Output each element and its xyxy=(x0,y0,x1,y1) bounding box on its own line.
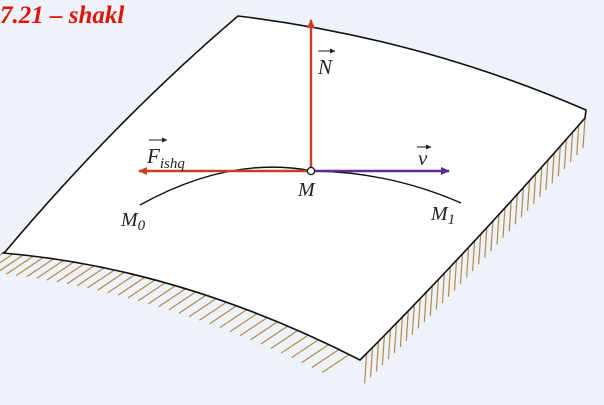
left-hatch-line xyxy=(311,349,340,368)
velocity-label: v xyxy=(418,146,428,170)
right-hatch-line xyxy=(551,153,555,184)
curved-surface xyxy=(2,15,587,361)
left-hatch-line xyxy=(260,325,289,345)
left-hatch-line xyxy=(250,321,278,341)
left-hatch-line xyxy=(188,298,217,318)
right-hatch-line xyxy=(490,221,494,252)
right-hatch-line xyxy=(405,310,409,341)
left-hatch-line xyxy=(137,282,166,302)
right-hatch-line xyxy=(557,146,561,177)
right-hatch-line xyxy=(539,166,543,198)
right-hatch-line xyxy=(508,201,512,232)
right-hatch-line xyxy=(375,341,380,372)
right-hatch-line xyxy=(533,173,537,204)
right-hatch-line xyxy=(411,304,415,335)
end-point-label: M1 xyxy=(430,203,455,228)
right-hatch-line xyxy=(545,160,549,191)
right-hatch-line xyxy=(502,207,506,238)
right-hatch-line xyxy=(576,125,580,156)
right-hatch-line xyxy=(520,187,524,218)
left-hatch-line xyxy=(56,263,85,283)
left-hatch-line xyxy=(127,279,156,299)
left-hatch-line xyxy=(178,294,207,314)
right-hatch-line xyxy=(466,247,470,278)
left-hatch-line xyxy=(0,254,24,272)
friction-force-label: Fishq xyxy=(146,144,185,172)
left-hatch-line xyxy=(239,317,268,337)
left-hatch-line xyxy=(16,256,44,276)
right-hatch-line xyxy=(447,266,451,297)
right-hatch-line xyxy=(364,353,368,384)
right-hatch-line xyxy=(459,253,464,284)
end-point-symbol: M xyxy=(430,203,449,225)
right-hatch-line xyxy=(484,227,488,258)
left-hatch-line xyxy=(301,344,330,364)
right-hatch-line xyxy=(393,323,397,354)
left-hatch-line xyxy=(280,334,309,354)
start-point-symbol: M xyxy=(120,209,139,231)
right-hatch-line xyxy=(526,180,531,211)
friction-force-symbol: F xyxy=(146,144,160,168)
left-hatch-line xyxy=(321,354,350,373)
point-m-label: M xyxy=(297,179,316,201)
right-hatch-line xyxy=(582,117,586,149)
left-hatch-line xyxy=(168,291,197,311)
point-m-marker xyxy=(306,166,316,176)
normal-force-label: N xyxy=(317,55,333,79)
right-hatch-line xyxy=(369,347,374,378)
right-hatch-line xyxy=(441,273,445,304)
left-hatch-line xyxy=(76,267,105,287)
right-hatch-line xyxy=(435,279,439,310)
left-hatch-line xyxy=(199,301,227,321)
left-hatch-line xyxy=(219,309,248,329)
left-support-hatching xyxy=(0,252,350,373)
right-hatch-line xyxy=(570,132,574,163)
right-hatch-line xyxy=(453,260,458,291)
left-hatch-line xyxy=(66,265,95,285)
left-hatch-line xyxy=(158,288,186,308)
left-hatch-line xyxy=(36,259,65,279)
right-hatch-line xyxy=(423,292,427,323)
left-hatch-line xyxy=(0,253,14,264)
right-hatch-line xyxy=(429,285,433,316)
left-hatch-line xyxy=(270,330,299,349)
left-hatch-line xyxy=(209,305,237,325)
left-hatch-line xyxy=(97,271,125,291)
figure-caption: 7.21 – shakl xyxy=(0,2,125,29)
right-support-hatching xyxy=(364,117,586,384)
right-hatch-line xyxy=(381,335,385,366)
right-hatch-line xyxy=(514,194,518,225)
left-hatch-line xyxy=(229,313,258,333)
left-hatch-line xyxy=(26,258,54,278)
left-hatch-line xyxy=(148,285,176,305)
left-hatch-line xyxy=(46,261,75,281)
start-point-subscript: 0 xyxy=(138,218,146,234)
left-hatch-line xyxy=(291,339,319,359)
friction-force-subscript: ishq xyxy=(160,156,186,172)
right-hatch-line xyxy=(472,240,476,271)
end-point-subscript: 1 xyxy=(448,212,456,228)
start-point-label: M0 xyxy=(120,209,146,234)
left-hatch-line xyxy=(107,274,136,294)
right-hatch-line xyxy=(496,214,500,245)
left-hatch-line xyxy=(5,255,34,275)
right-hatch-line xyxy=(387,329,391,360)
right-hatch-line xyxy=(399,316,403,348)
right-hatch-line xyxy=(417,298,421,329)
left-hatch-line xyxy=(87,269,115,289)
right-hatch-line xyxy=(563,139,567,170)
right-hatch-line xyxy=(478,234,482,265)
left-hatch-line xyxy=(117,276,146,296)
